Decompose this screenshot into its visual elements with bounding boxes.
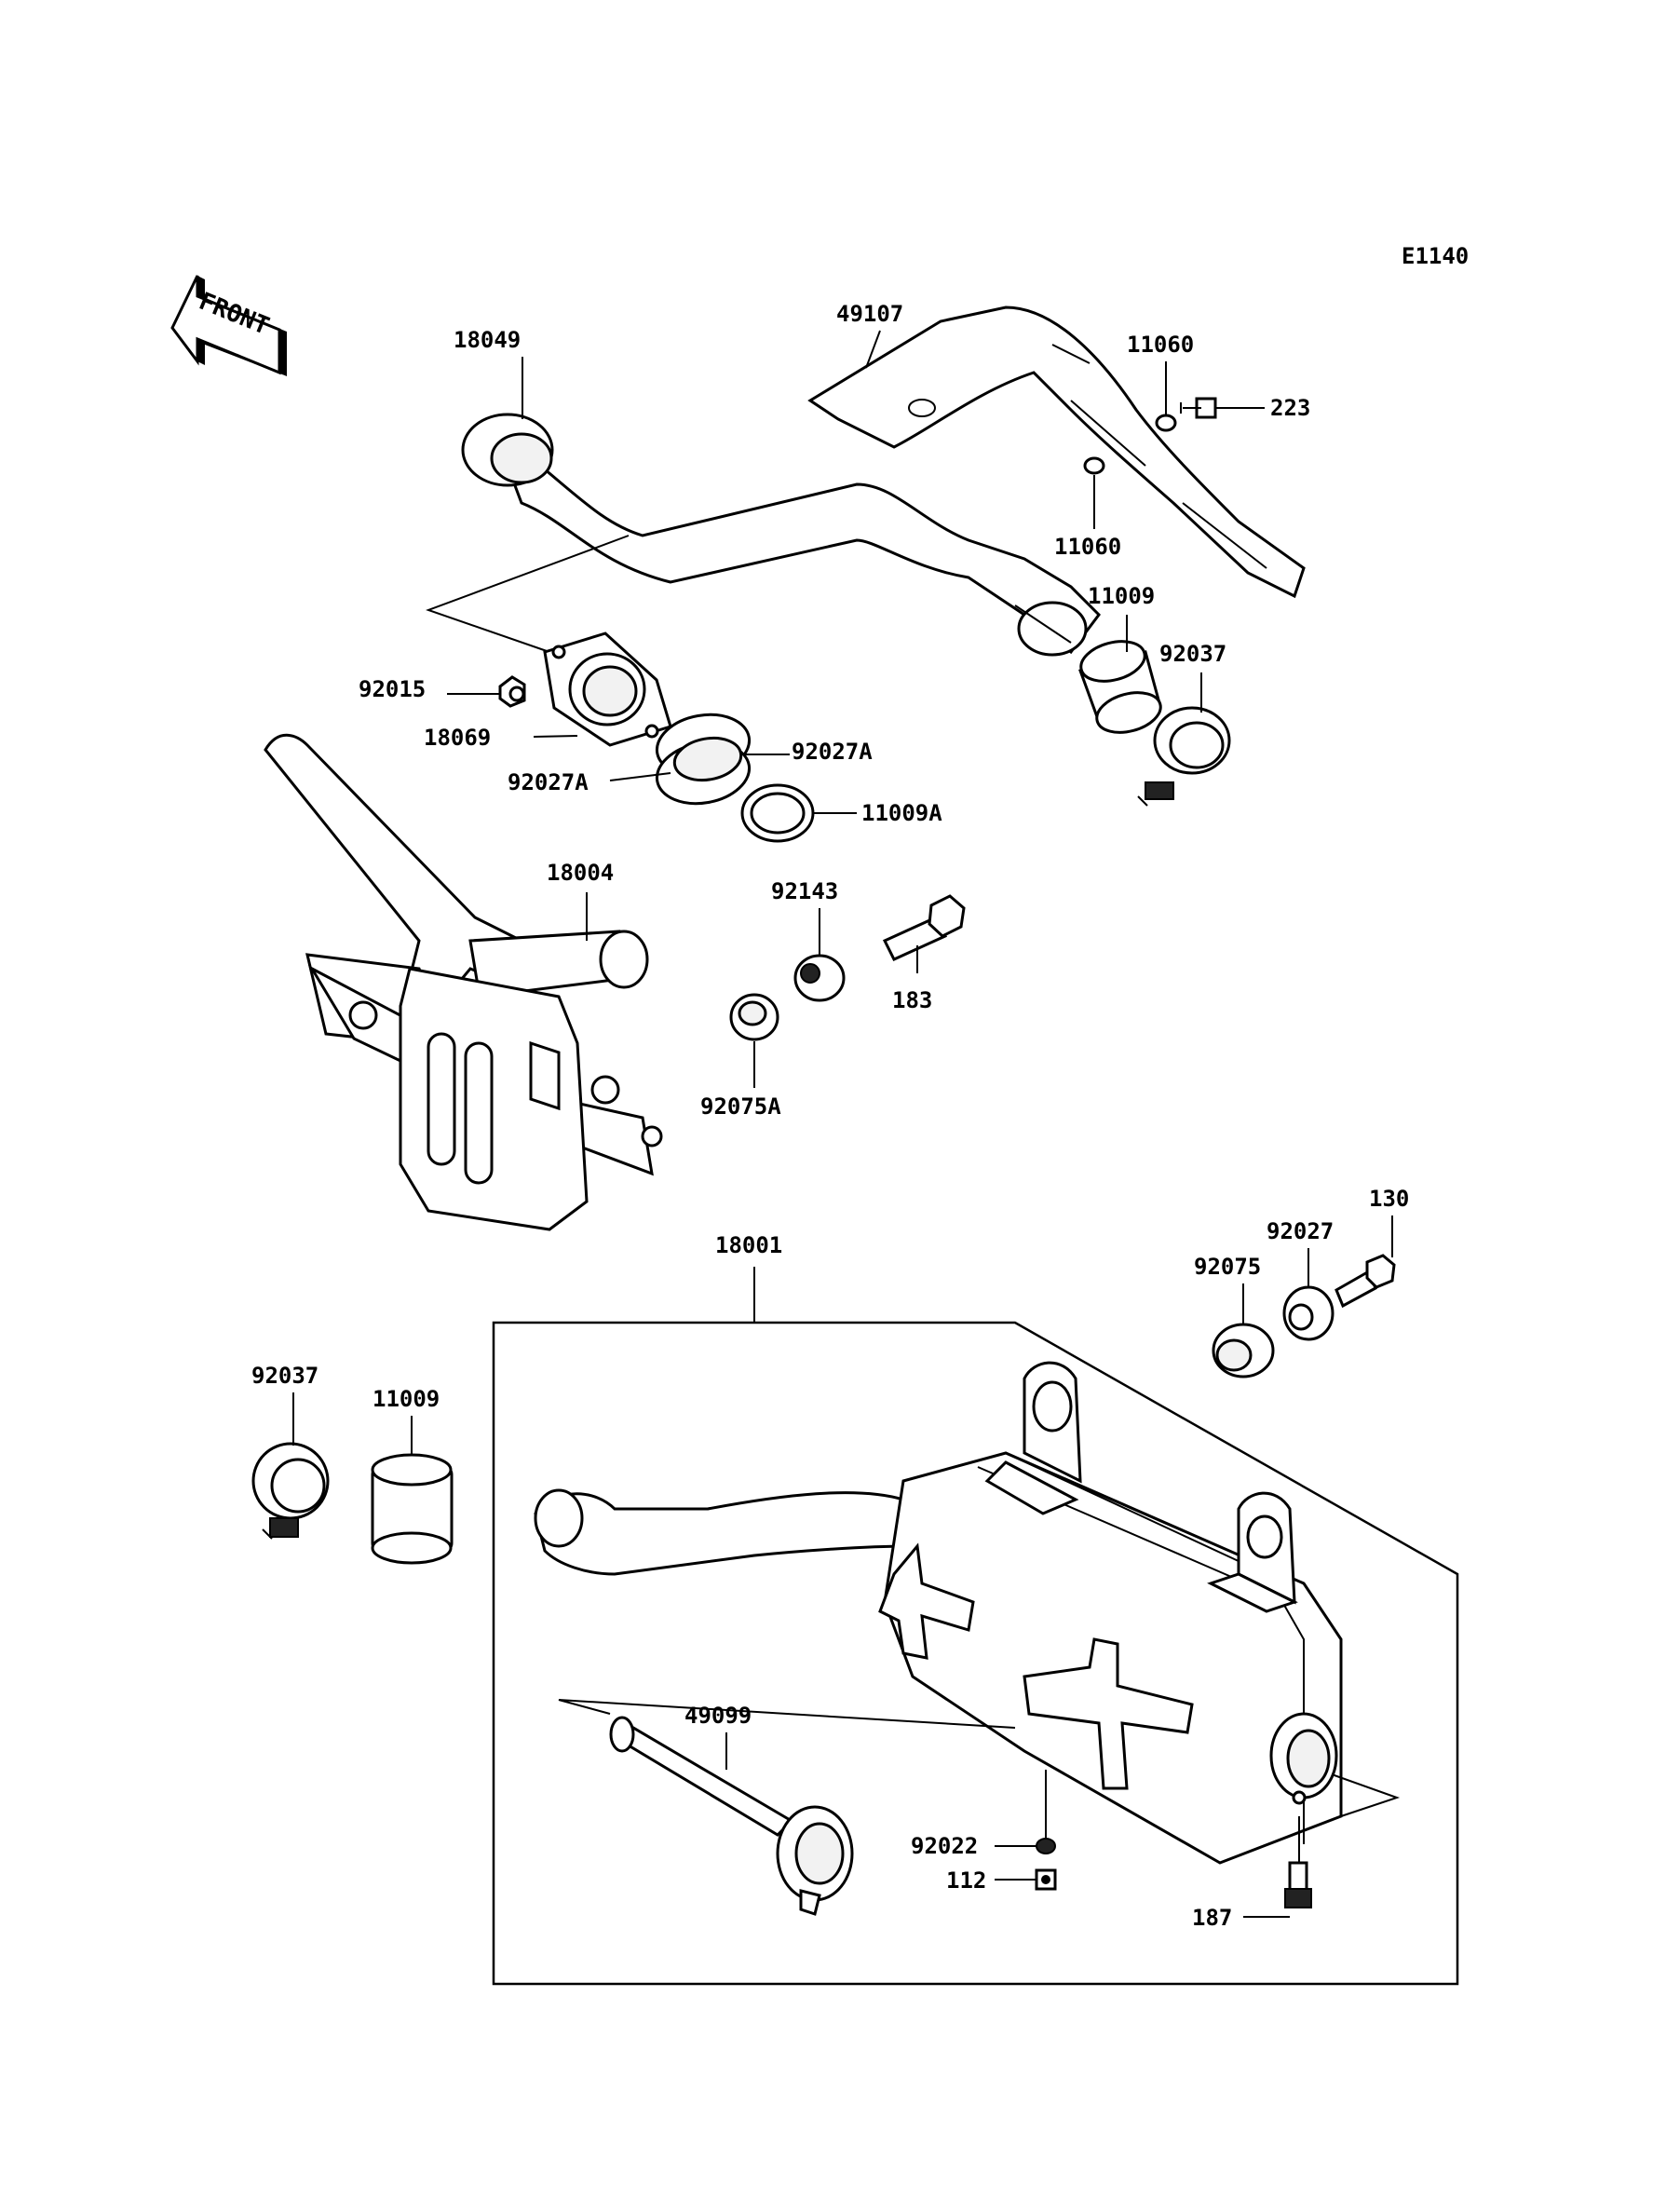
label-92143: 92143 — [771, 878, 838, 904]
sleeve-11009-bottom — [371, 1453, 454, 1565]
label-49099: 49099 — [684, 1703, 752, 1729]
label-187: 187 — [1192, 1905, 1232, 1931]
bolt-187 — [1284, 1861, 1312, 1908]
label-18069: 18069 — [424, 725, 491, 751]
label-11009A: 11009A — [861, 800, 942, 826]
label-92015: 92015 — [359, 676, 426, 702]
muffler-18001 — [534, 1361, 1343, 1865]
label-18001: 18001 — [715, 1232, 782, 1258]
label-18049: 18049 — [454, 327, 521, 353]
diagram-code: E1140 — [1402, 243, 1469, 269]
header-pipe-18049 — [461, 413, 1101, 657]
label-92027: 92027 — [1267, 1218, 1334, 1244]
label-223: 223 — [1270, 395, 1310, 421]
bolt-112 — [1035, 1868, 1057, 1891]
label-92027A-right: 92027A — [792, 739, 873, 765]
tail-pipe-49099 — [609, 1716, 854, 1916]
label-11009-bottom: 11009 — [373, 1386, 440, 1412]
label-92075A: 92075A — [700, 1093, 781, 1120]
washer-11060-upper — [1155, 414, 1177, 432]
washer-92022 — [1036, 1838, 1056, 1854]
label-92027A-left: 92027A — [508, 769, 589, 795]
flange-18069 — [543, 631, 672, 747]
gasket-92027A — [655, 713, 752, 806]
label-92037-top: 92037 — [1159, 641, 1226, 667]
bolt-183 — [882, 894, 966, 961]
outlet-reference-line — [1331, 1773, 1401, 1817]
label-130: 130 — [1369, 1186, 1409, 1212]
label-49107: 49107 — [836, 301, 903, 327]
front-arrow-icon: FRONT — [170, 275, 287, 376]
heat-guard-49107 — [807, 306, 1306, 599]
bolt-223 — [1180, 397, 1217, 419]
label-112: 112 — [946, 1867, 986, 1894]
label-92037-bottom: 92037 — [251, 1363, 318, 1389]
leader-lines — [292, 330, 1393, 1918]
tail-pipe-reference-line — [558, 1699, 1016, 1729]
clamp-92037-top — [1137, 706, 1231, 807]
label-11060-upper: 11060 — [1127, 332, 1194, 358]
label-18004: 18004 — [547, 860, 614, 886]
bolt-130 — [1335, 1254, 1396, 1309]
spark-arrester-muffler-18004 — [264, 733, 663, 1231]
grommet-92075A — [729, 993, 779, 1041]
collar-92027 — [1282, 1285, 1335, 1341]
gasket-11009A — [740, 783, 815, 843]
label-92075: 92075 — [1194, 1254, 1261, 1280]
collar-92143 — [793, 954, 846, 1002]
washer-11060-lower — [1083, 456, 1105, 475]
sleeve-11009-top — [1078, 640, 1162, 734]
assembly-frame-18001 — [492, 1321, 1459, 1986]
grommet-92075 — [1212, 1323, 1275, 1378]
label-11060-lower: 11060 — [1054, 534, 1121, 560]
nut-92015 — [498, 675, 526, 708]
label-183: 183 — [892, 987, 932, 1013]
label-92022: 92022 — [911, 1833, 978, 1859]
clamp-92037-bottom — [251, 1442, 330, 1540]
label-11009-top: 11009 — [1088, 583, 1155, 609]
reference-line — [426, 535, 630, 653]
